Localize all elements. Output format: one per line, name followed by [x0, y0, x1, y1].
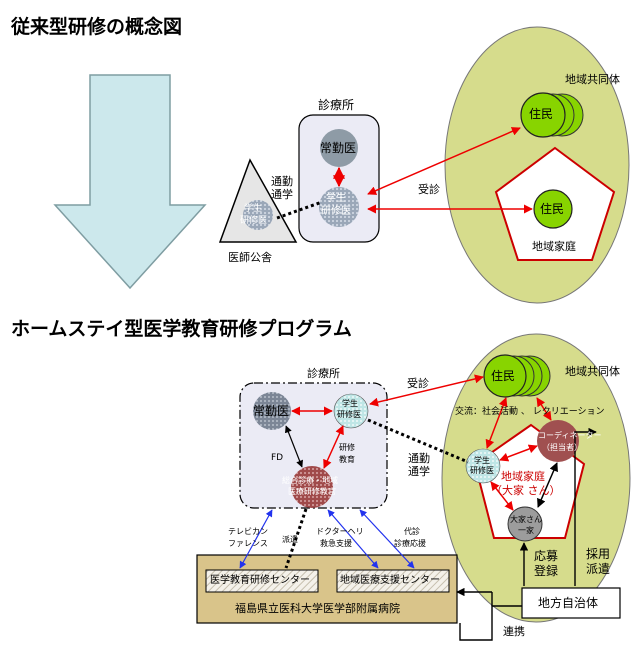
hire-label-1: 採用: [586, 547, 611, 561]
general-doctor-label-2: 医療研修教官: [288, 487, 336, 496]
commute-label-bottom-1: 通勤: [408, 452, 430, 465]
home-label-bottom: 地域家庭: [501, 470, 545, 483]
regional-center-box: [336, 569, 450, 593]
host-family-circle: [507, 506, 543, 542]
title-homestay: ホームステイ型医学教育研修プログラム: [11, 318, 352, 340]
tvconf-label-1: テレビカン: [228, 527, 268, 536]
resident-doctor-label-bottom: 常勤医: [253, 404, 290, 418]
resident-doctor-circle-bottom: [253, 392, 291, 430]
commute-label-top-1: 通勤: [271, 175, 293, 188]
title-traditional: 従来型研修の概念図: [11, 16, 183, 38]
heli-label-1: ドクターヘリ: [316, 527, 364, 536]
residents-label-top: 住民: [529, 107, 554, 121]
home-trainee-label-1: 学生: [474, 456, 490, 465]
home-trainee-label-2: 研修医: [470, 466, 494, 475]
coordinator-circle: [537, 420, 579, 462]
training-label-1: 研修: [339, 443, 355, 452]
hospital-label: 福島県立医科大学医学部附属病院: [235, 602, 400, 615]
consult-label-bottom: 受診: [407, 377, 429, 390]
host-family-label-2: 一家: [518, 526, 534, 535]
clinic-label-top: 診療所: [318, 98, 355, 112]
trainee-circle-top: [319, 187, 359, 227]
trainee-label-top-1: 学生: [326, 193, 346, 204]
community-label-top: 地域共同体: [565, 73, 620, 86]
edu-center-label: 医学教育研修センター: [210, 575, 310, 586]
exchange-label: 交流：社会活動 、 レクリエーション: [455, 407, 605, 417]
home-trainee-circle: [465, 448, 501, 484]
apply-label-1: 応募: [534, 549, 559, 563]
heli-label-2: 救急支援: [320, 539, 352, 548]
commute-label-bottom-2: 通学: [408, 465, 430, 478]
trainee-label-top-2: 研修医: [321, 206, 351, 217]
regional-center-label: 地域医療支援センター: [340, 575, 440, 586]
trainee-label-bottom-2: 研修医: [337, 410, 361, 419]
triangle-label-1: 学生: [244, 204, 263, 214]
proxy-label-1: 代診: [404, 527, 420, 536]
resident-home-circle-top: [533, 189, 573, 229]
home-resident-label-top: 住民: [540, 202, 565, 216]
dispatch-label: 派遣: [282, 535, 298, 544]
coordinator-label-2: （担当者）: [542, 443, 582, 452]
dormitory-label: 医師公舎: [228, 251, 272, 264]
local-gov-label: 地方自治体: [538, 596, 599, 610]
fd-label: FD: [271, 453, 284, 463]
residents-circle-top: [520, 92, 566, 138]
residents-circle-bottom: [483, 354, 527, 398]
resident-doctor-label-top: 常勤医: [320, 141, 357, 155]
community-label-bottom: 地域共同体: [565, 365, 620, 378]
resident-doctor-circle-top: [320, 129, 358, 167]
arrow-trainee-residents-top: [367, 127, 521, 195]
triangle-label-2: 研修医: [240, 216, 268, 226]
apply-label-2: 登録: [534, 564, 559, 578]
consult-label-top: 受診: [418, 183, 440, 196]
collab-label: 連携: [503, 625, 525, 638]
family-label-top: 地域家庭: [532, 240, 576, 253]
local-gov-box: [521, 587, 621, 619]
training-label-2: 教育: [339, 455, 355, 464]
trainee-circle-bottom: [333, 393, 369, 429]
host-label: （大家 さん）: [491, 484, 561, 497]
general-doctor-label-1: 総合診療・地域: [282, 476, 338, 485]
coordinator-label-1: コーディネーター: [538, 431, 602, 440]
host-family-label-1: 大家さん: [510, 515, 542, 524]
residents-label-bottom: 住民: [491, 369, 516, 383]
hire-label-2: 派遣: [586, 562, 611, 576]
trainee-label-bottom-1: 学生: [342, 399, 358, 408]
tvconf-label-2: ファレンス: [228, 539, 268, 548]
proxy-label-2: 診療応援: [394, 539, 426, 548]
clinic-label-bottom: 診療所: [307, 367, 340, 380]
general-doctor-circle: [291, 466, 333, 508]
commute-label-top-2: 通学: [271, 188, 293, 201]
edu-center-box: [205, 569, 319, 593]
big-down-arrow: [53, 74, 207, 290]
